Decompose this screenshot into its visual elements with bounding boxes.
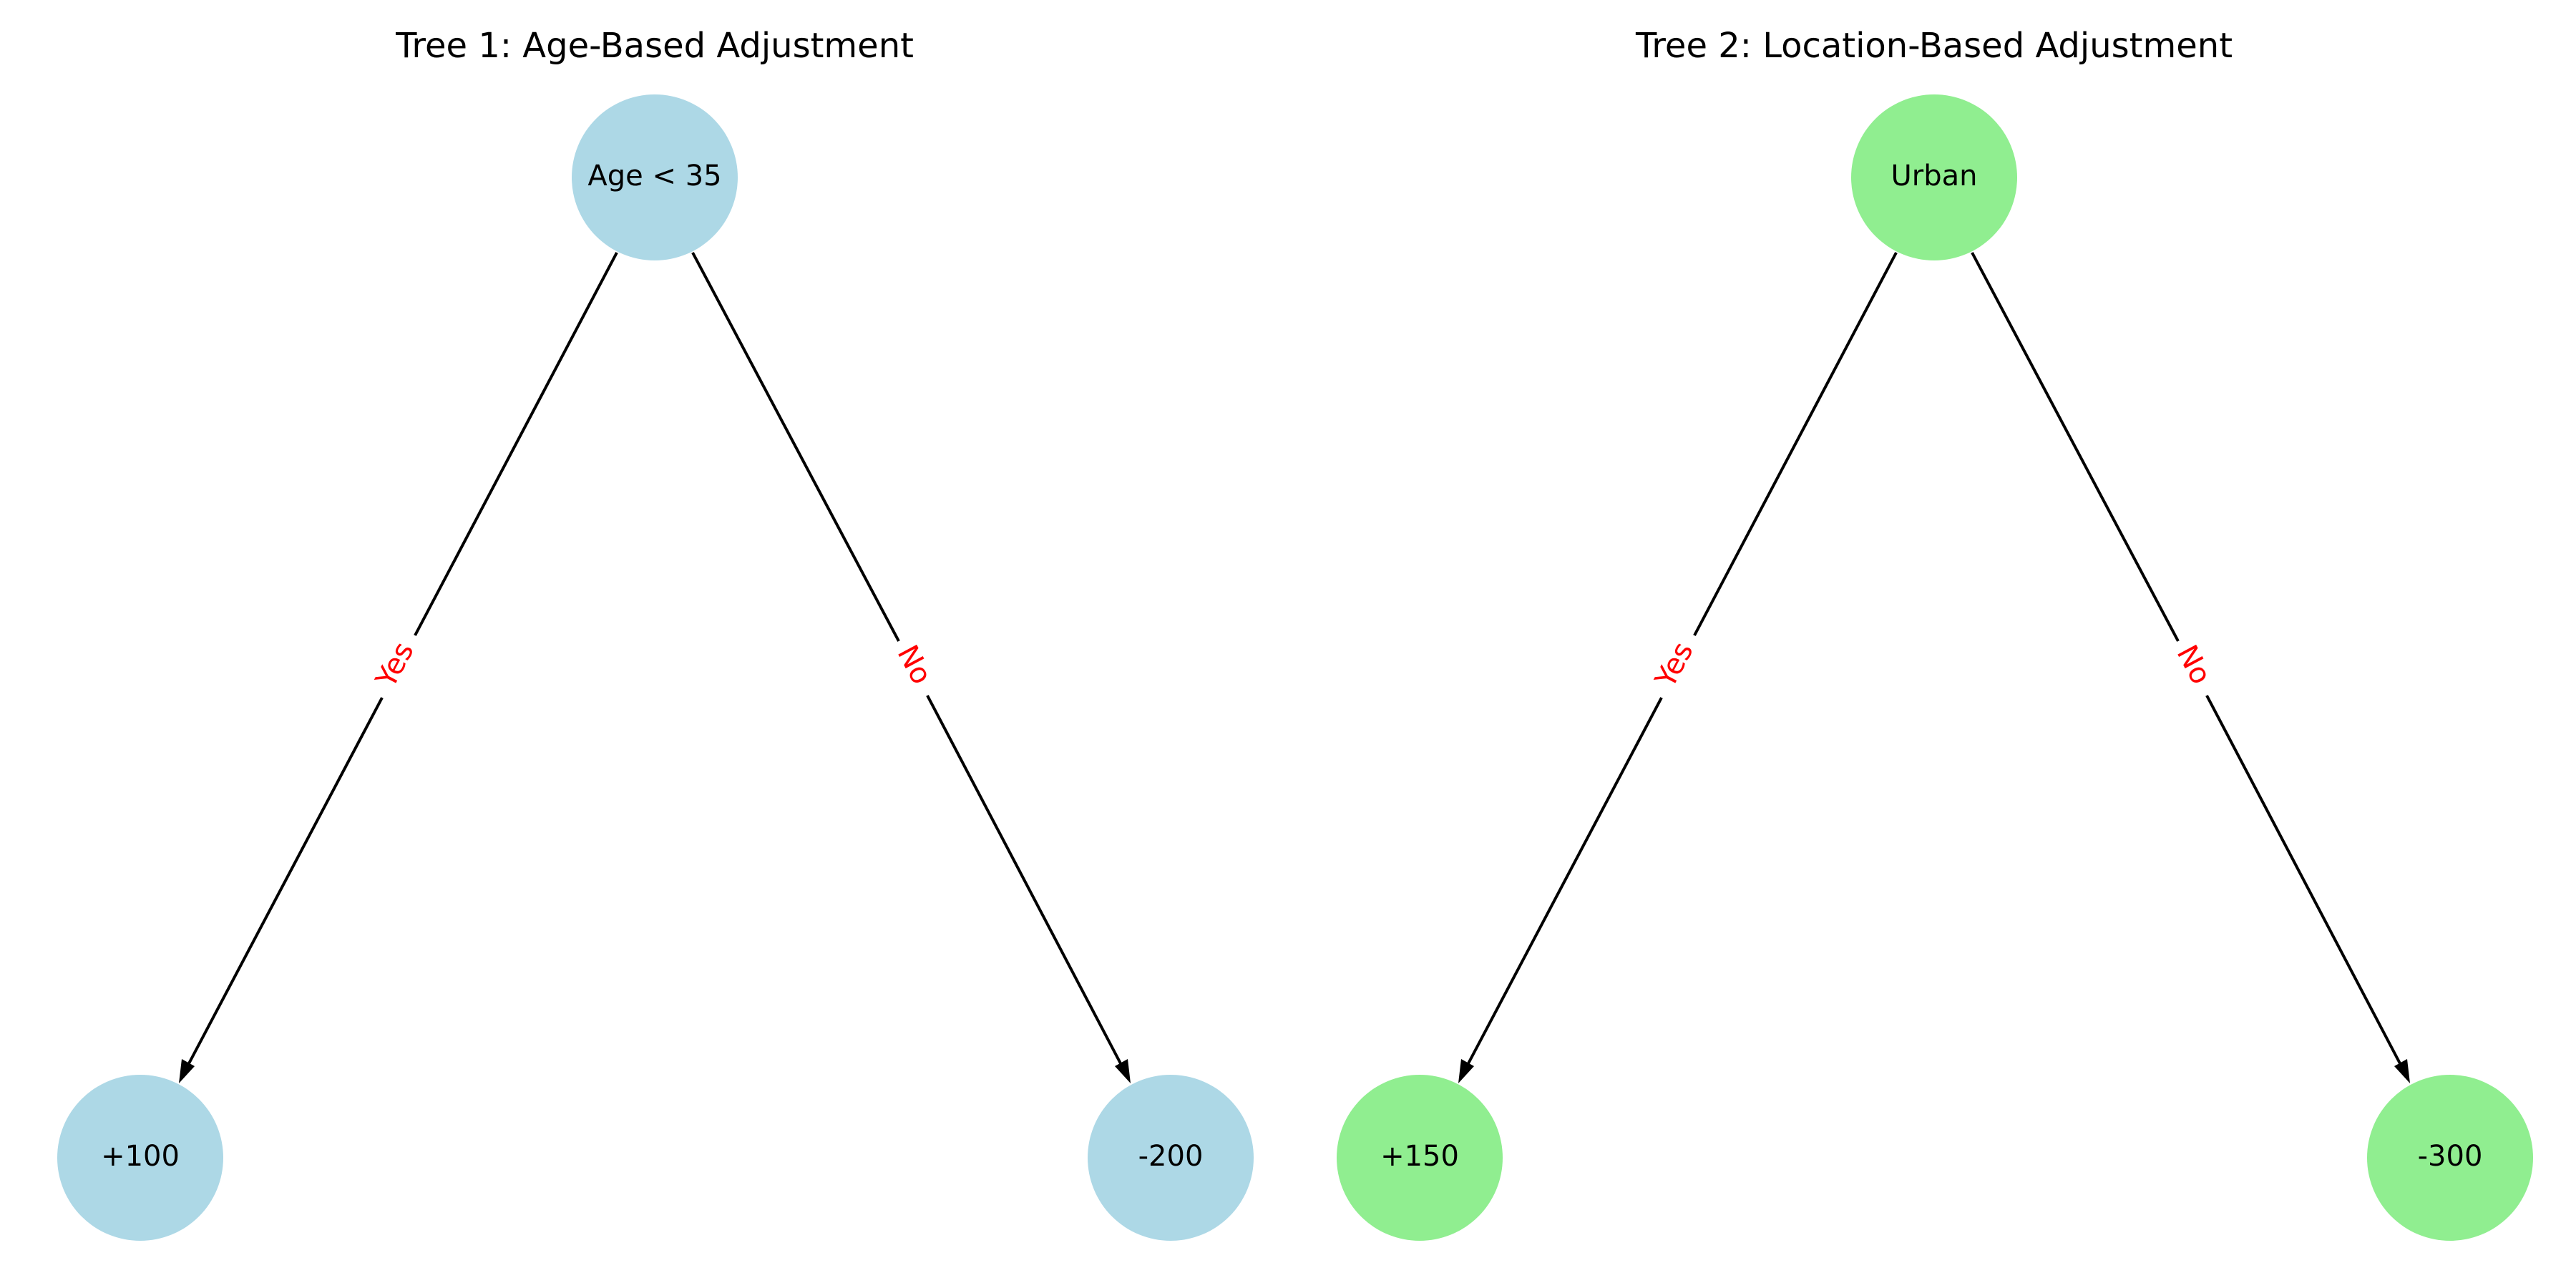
tree-2-edge-yes-arrowhead bbox=[1458, 1059, 1474, 1083]
tree-1-edge-no-line-lower bbox=[926, 695, 1123, 1067]
tree-1-no-leaf-label: -200 bbox=[1138, 1140, 1204, 1173]
tree-2-root-label: Urban bbox=[1891, 160, 1978, 192]
tree-1-edge-yes-arrowhead bbox=[179, 1059, 195, 1083]
tree-1-edge-yes-label: Yes bbox=[369, 637, 420, 693]
tree-2: Tree 2: Location-Based Adjustment Yes No… bbox=[1337, 26, 2533, 1241]
tree-2-title: Tree 2: Location-Based Adjustment bbox=[1635, 26, 2233, 66]
tree-1-no-leaf-node: -200 bbox=[1088, 1075, 1254, 1241]
tree-2-edge-yes-label: Yes bbox=[1649, 637, 1699, 693]
tree-1-yes-leaf-label: +100 bbox=[101, 1140, 180, 1173]
tree-1-edge-yes: Yes bbox=[179, 252, 618, 1083]
tree-1-edge-no-line bbox=[691, 252, 900, 642]
tree-1-root-circle bbox=[572, 94, 738, 260]
tree-2-edge-no-label: No bbox=[2170, 640, 2218, 690]
tree-2-edge-no: No bbox=[1971, 252, 2410, 1083]
tree-2-edge-yes-line-lower bbox=[1465, 697, 1663, 1067]
tree-1-root-node: Age < 35 bbox=[572, 94, 738, 260]
tree-1-yes-leaf-node: +100 bbox=[57, 1075, 223, 1241]
tree-2-yes-leaf-node: +150 bbox=[1337, 1075, 1503, 1241]
tree-2-no-leaf-label: -300 bbox=[2418, 1140, 2483, 1173]
tree-2-edge-no-line-lower bbox=[2205, 695, 2403, 1067]
tree-2-root-circle bbox=[1851, 94, 2017, 260]
tree-2-yes-leaf-circle bbox=[1337, 1075, 1503, 1241]
tree-1-edge-no: No bbox=[691, 252, 1131, 1083]
tree-1-yes-leaf-circle bbox=[57, 1075, 223, 1241]
tree-1-no-leaf-circle bbox=[1088, 1075, 1254, 1241]
tree-2-no-leaf-circle bbox=[2367, 1075, 2533, 1241]
tree-2-edge-yes: Yes bbox=[1458, 252, 1898, 1083]
tree-2-root-node: Urban bbox=[1851, 94, 2017, 260]
tree-2-yes-leaf-label: +150 bbox=[1380, 1140, 1459, 1173]
tree-1-edge-yes-line bbox=[414, 252, 618, 636]
tree-1-title: Tree 1: Age-Based Adjustment bbox=[395, 26, 914, 66]
tree-1-root-label: Age < 35 bbox=[587, 160, 721, 192]
tree-2-edge-yes-line bbox=[1693, 252, 1898, 636]
tree-1-edge-yes-line-lower bbox=[186, 697, 384, 1067]
tree-2-no-leaf-node: -300 bbox=[2367, 1075, 2533, 1241]
tree-1-edge-no-label: No bbox=[891, 640, 938, 690]
tree-2-edge-no-line bbox=[1971, 252, 2180, 642]
tree-2-edge-no-arrowhead bbox=[2394, 1059, 2410, 1083]
tree-1-edge-no-arrowhead bbox=[1115, 1059, 1131, 1083]
tree-1: Tree 1: Age-Based Adjustment Yes No Age … bbox=[57, 26, 1254, 1241]
